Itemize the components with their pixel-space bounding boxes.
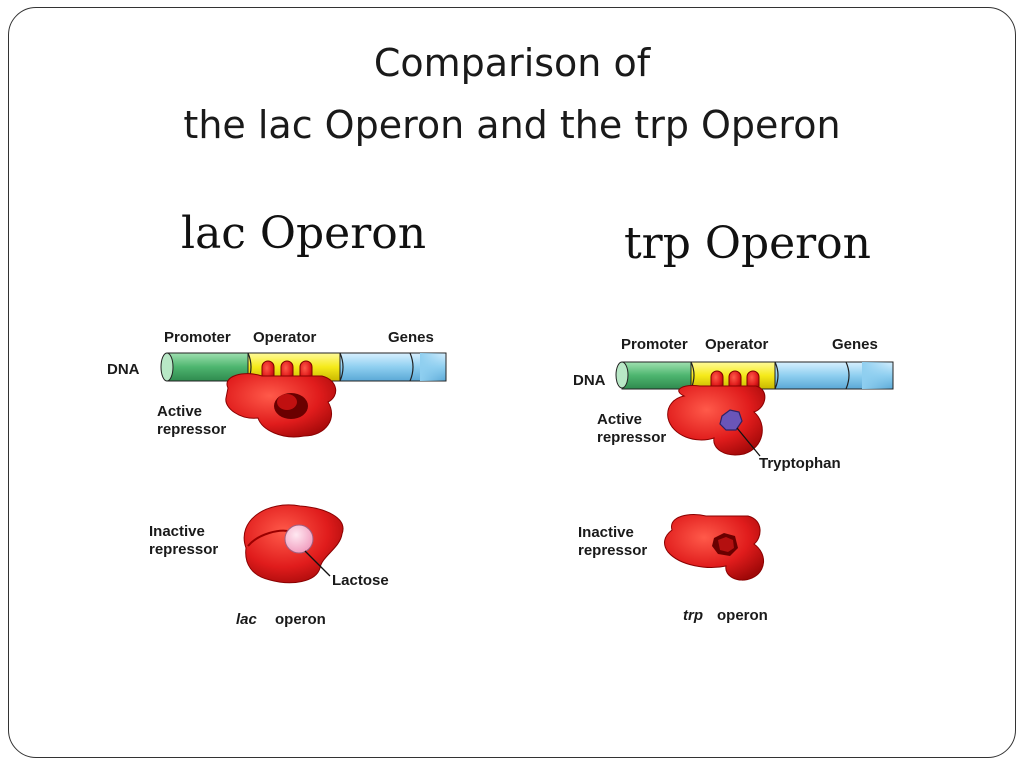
trp-inactive-label-line2: repressor: [578, 542, 647, 559]
tryptophan-molecule: [719, 409, 743, 431]
trp-operon-diagram: Promoter Operator Genes DNA Tryptophan A…: [573, 336, 894, 624]
trp-active-label-line1: Active: [597, 411, 642, 428]
lac-caption-italic: lac: [236, 611, 258, 628]
trp-inactive-label-line1: Inactive: [578, 524, 634, 541]
trp-caption-word: operon: [717, 607, 768, 624]
trp-active-repressor: [667, 370, 766, 456]
lac-active-label-line2: repressor: [157, 421, 226, 438]
lac-operator-label: Operator: [253, 329, 317, 346]
trp-genes-label: Genes: [832, 336, 878, 353]
trp-operator-label: Operator: [705, 336, 769, 353]
trp-promoter-label: Promoter: [621, 336, 688, 353]
lactose-molecule: [284, 524, 314, 554]
lac-inactive-label-line2: repressor: [149, 541, 218, 558]
lac-active-repressor: [225, 360, 337, 438]
slide-title-line-1: Comparison of: [373, 41, 651, 85]
lac-promoter-label: Promoter: [164, 329, 231, 346]
trp-dna-strand: [615, 361, 894, 390]
trp-operon-heading: trp Operon: [624, 218, 872, 269]
lac-inactive-label-line1: Inactive: [149, 523, 205, 540]
lac-caption-word: operon: [275, 611, 326, 628]
trp-caption-italic: trp: [683, 607, 703, 624]
trp-active-label-line2: repressor: [597, 429, 666, 446]
lac-operon-diagram: Promoter Operator Genes DNA Active repre…: [107, 329, 447, 628]
lac-operon-heading: lac Operon: [181, 208, 427, 259]
lactose-pointer-line: [304, 550, 331, 577]
lac-lactose-label: Lactose: [332, 572, 389, 589]
slide-title-line-2: the lac Operon and the trp Operon: [183, 103, 841, 147]
trp-dna-label: DNA: [573, 372, 606, 389]
lac-genes-label: Genes: [388, 329, 434, 346]
trp-inactive-repressor: [664, 514, 764, 581]
lac-active-label-line1: Active: [157, 403, 202, 420]
tryptophan-pointer-line: [736, 427, 761, 457]
trp-tryptophan-label: Tryptophan: [759, 455, 841, 472]
lac-dna-label: DNA: [107, 361, 140, 378]
